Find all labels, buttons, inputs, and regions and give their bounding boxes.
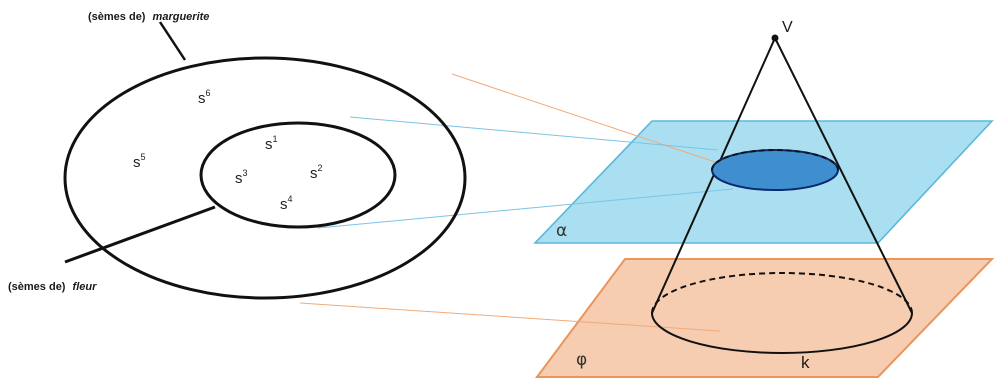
connector-inner-top (349, 116, 719, 151)
seme-4: s4 (280, 194, 293, 213)
base-circle-front (651, 312, 913, 354)
vertex-label: V (782, 19, 793, 36)
outer-ellipse (63, 56, 467, 300)
label-outer: (sèmes de) marguerite (88, 11, 209, 23)
section-ellipse (711, 149, 839, 191)
seme-6: s6 (198, 88, 211, 107)
leader-inner (64, 205, 216, 264)
section-back-dashed (711, 149, 839, 171)
base-circle-label: k (801, 353, 810, 372)
label-outer-word: marguerite (153, 11, 210, 23)
connector-outer-top (451, 73, 719, 164)
plane-phi (535, 258, 994, 378)
label-inner-prefix: (sèmes de) (8, 281, 66, 293)
seme-1: s1 (265, 134, 278, 153)
connector-inner-bottom (317, 188, 734, 229)
label-inner: (sèmes de) fleur (8, 281, 97, 293)
vertex-point (771, 34, 779, 42)
base-circle-back (651, 272, 913, 314)
inner-ellipse (199, 121, 397, 229)
cone-side-right (774, 37, 913, 314)
seme-2: s2 (310, 163, 323, 182)
plane-alpha-label: α (556, 221, 567, 241)
label-inner-word: fleur (73, 281, 98, 293)
seme-5: s5 (133, 152, 146, 171)
seme-3: s3 (235, 168, 248, 187)
leader-outer (158, 21, 187, 61)
connector-outer-bottom (299, 302, 721, 332)
label-outer-prefix: (sèmes de) (88, 11, 146, 23)
plane-phi-label: φ (576, 350, 587, 370)
